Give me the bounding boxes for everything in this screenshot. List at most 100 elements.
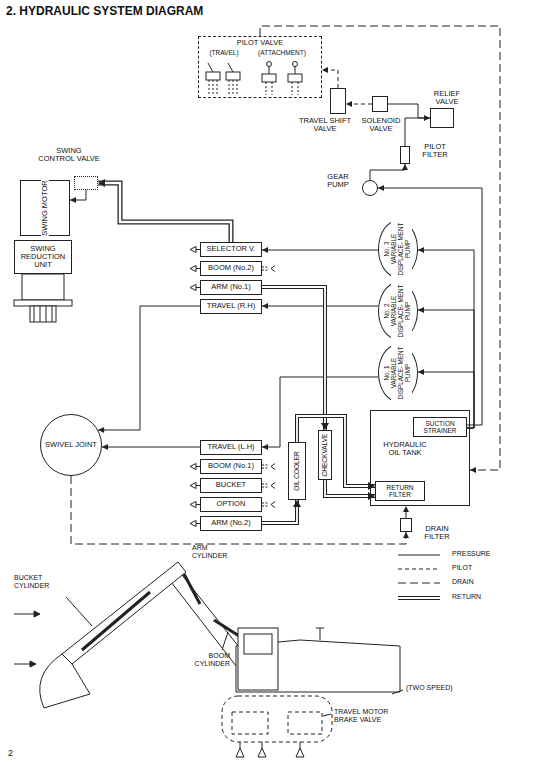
- return-line-core: [262, 500, 297, 523]
- node-label: TRAVEL (L.H): [207, 443, 254, 451]
- valve-section: BOOM (No.2): [200, 261, 262, 276]
- part-label: ARM CYLINDER: [192, 544, 240, 560]
- travel-shift-valve: TRAVEL SHIFT VALVE: [330, 88, 346, 114]
- hydraulic-line: [297, 416, 375, 490]
- drain-line: [260, 26, 500, 470]
- pilot-valve-box: PILOT VALVE: [198, 36, 322, 98]
- arrowhead: [418, 307, 424, 313]
- arrowhead: [322, 67, 328, 73]
- relief-valve: RELIEF VALVE: [430, 108, 454, 128]
- gear-pump: GEAR PUMP: [362, 180, 378, 196]
- return-line-core: [98, 183, 231, 242]
- suction-strainer: SUCTION STRAINER: [413, 417, 467, 437]
- node-label: RETURN FILTER: [376, 484, 424, 498]
- hydraulic-line: [262, 247, 378, 253]
- arrowhead: [262, 303, 268, 309]
- pilot-port: [262, 487, 269, 488]
- hydraulic-line: [262, 500, 301, 523]
- pressure-line: [262, 250, 378, 251]
- pressure-line: [262, 306, 378, 307]
- arrowhead: [418, 247, 424, 253]
- pilot-port: [190, 521, 196, 527]
- arrowhead: [321, 423, 329, 430]
- valve-section: BOOM (No.1): [200, 459, 262, 474]
- check-valve: CHECKVALVE: [318, 430, 332, 480]
- return-line-core: [398, 597, 440, 599]
- page-title: 2. HYDRAULIC SYSTEM DIAGRAM: [6, 4, 203, 18]
- pilot-port: [271, 502, 275, 508]
- return-line: [325, 480, 375, 496]
- legend-label: DRAIN: [452, 578, 474, 586]
- pilot-port: [262, 270, 269, 271]
- hydraulic-line: [378, 185, 482, 425]
- legend-sample: [398, 569, 440, 570]
- hydraulic-oil-tank: HYDRAULIC OIL TANKSUCTION STRAINERRETURN…: [370, 410, 470, 506]
- legend-label: RETURN: [452, 593, 481, 601]
- arrowhead: [402, 164, 408, 170]
- oil-cooler: OIL COOLER: [288, 442, 306, 500]
- pilot-port: [190, 464, 196, 470]
- node-label: No. 3: [384, 241, 391, 256]
- pressure-line: [98, 306, 200, 430]
- legend-sample: [398, 583, 440, 584]
- pilot-filter: PILOT FILTER: [400, 146, 410, 164]
- hydraulic-line: [418, 247, 474, 428]
- node-label: No. 1: [384, 365, 391, 380]
- pressure-line: [418, 250, 474, 428]
- return-line-core: [297, 416, 375, 486]
- node-label: PILOT VALVE: [237, 39, 284, 47]
- node-label: BOOM (No.2): [208, 264, 254, 272]
- valve-section: SELECTOR V.: [200, 242, 262, 257]
- node-label: ARM (No.1): [211, 283, 251, 291]
- node-label: SWING REDUCTION UNIT: [15, 245, 71, 270]
- valve-section: OPTION: [200, 497, 262, 512]
- legend-sample: [398, 598, 440, 599]
- hydraulic-line: [262, 287, 329, 430]
- arrowhead: [262, 444, 268, 450]
- node-label: OIL COOLER: [293, 451, 300, 491]
- hydraulic-line: [370, 164, 408, 180]
- node-label: CHECKVALVE: [321, 434, 328, 477]
- node-sublabel: VARIABLE DISPLACE- MENT PUMP: [391, 344, 412, 402]
- hydraulic-line: [98, 179, 231, 242]
- part-label: BUCKET CYLINDER: [14, 574, 76, 590]
- pressure-line: [370, 164, 405, 180]
- pilot-line: [398, 569, 440, 570]
- hydraulic-line: [325, 480, 375, 500]
- valve-section: BUCKET: [200, 478, 262, 493]
- hydraulic-line: [262, 303, 378, 309]
- pilot-port: [262, 503, 269, 504]
- arrowhead: [418, 369, 424, 375]
- hydraulic-line: [102, 444, 200, 450]
- pressure-line: [405, 118, 430, 146]
- arrowhead: [262, 247, 268, 253]
- node-label: ARM (No.2): [211, 519, 251, 527]
- pilot-port: [190, 502, 196, 508]
- pilot-port: [190, 266, 196, 272]
- pilot-valve-symbols: [206, 62, 302, 96]
- part-label: (TRAVEL): [202, 49, 246, 56]
- hydraulic-line: [260, 26, 500, 473]
- variable-pump: No. 2VARIABLE DISPLACE- MENT PUMP: [378, 282, 418, 340]
- arrowhead: [403, 532, 409, 538]
- arrowhead: [403, 506, 409, 512]
- hydraulic-line: [346, 101, 372, 107]
- return-line: [262, 500, 297, 523]
- arrowhead: [102, 444, 108, 450]
- part-label: TRAVEL MOTOR BRAKE VALVE: [334, 708, 406, 724]
- part-label: BOOM CYLINDER: [176, 652, 230, 668]
- node-label: TRAVEL SHIFT VALVE: [295, 117, 355, 134]
- node-label: No. 2: [384, 303, 391, 318]
- node-label: DRAIN FILTER: [417, 525, 457, 542]
- arrowhead: [470, 467, 476, 473]
- node-label: SWING CONTROL VALVE: [37, 147, 101, 164]
- valve-section: TRAVEL (R.H): [200, 299, 262, 314]
- pilot-port: [262, 484, 269, 485]
- pilot-port: [271, 483, 275, 489]
- pilot-port: [190, 285, 196, 291]
- node-sublabel: VARIABLE DISPLACE- MENT PUMP: [391, 282, 412, 340]
- swivel-joint: SWIVEL JOINT: [40, 414, 102, 476]
- pilot-port: [190, 247, 196, 253]
